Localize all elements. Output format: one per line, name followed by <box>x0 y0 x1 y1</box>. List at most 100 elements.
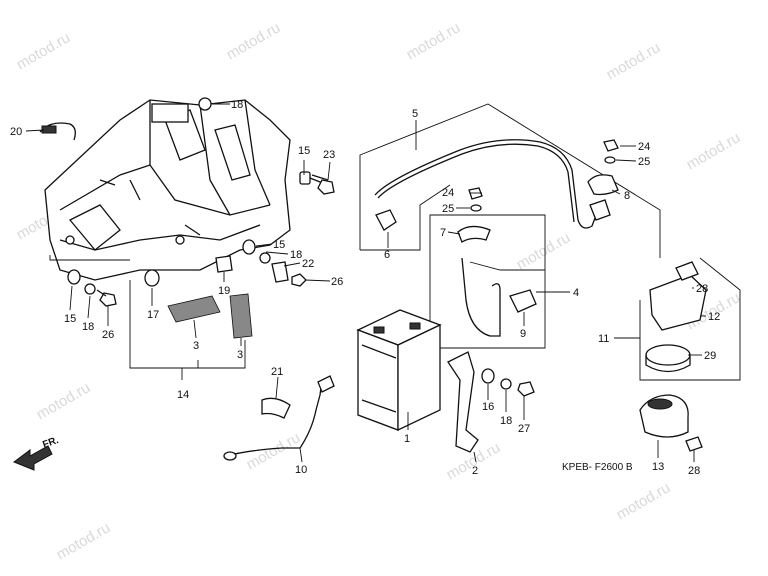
group-bracket-left <box>49 255 130 261</box>
callout-27: 27 <box>518 423 530 435</box>
callout-15: 15 <box>298 145 310 157</box>
part-3-pad <box>167 295 221 323</box>
callout-29: 29 <box>704 350 716 362</box>
callout-26: 26 <box>331 276 343 288</box>
part-18-collar <box>500 378 512 390</box>
group-box-4 <box>429 214 546 349</box>
callout-5: 5 <box>412 108 418 120</box>
part-24-bolt <box>468 187 483 200</box>
diagram-code: KPEB- F2600 B <box>562 462 633 473</box>
callout-1: 1 <box>404 433 410 445</box>
callout-3: 3 <box>193 340 199 352</box>
callout-26: 26 <box>102 329 114 341</box>
callout-labels: 20 18 15 23 15 18 22 26 15 18 26 17 19 3… <box>10 99 720 477</box>
callout-28: 28 <box>688 465 700 477</box>
part-10-wire <box>225 379 323 457</box>
callout-4: 4 <box>573 287 579 299</box>
watermark: motod.ru <box>14 29 74 73</box>
part-13-mount-slot <box>647 398 673 410</box>
part-20-clip-body <box>41 125 57 134</box>
part-10-terminal <box>223 451 237 461</box>
part-5-terminal <box>589 199 611 221</box>
part-22-bracket <box>271 261 289 283</box>
callout-18: 18 <box>290 249 302 261</box>
callout-25: 25 <box>442 203 454 215</box>
part-10-terminal <box>317 375 335 393</box>
callout-6: 6 <box>384 249 390 261</box>
front-direction-arrow: FR. <box>12 435 60 471</box>
group-bracket-4-inner <box>469 261 545 271</box>
callout-15: 15 <box>64 313 76 325</box>
watermark: motod.ru <box>614 479 674 523</box>
watermark: motod.ru <box>404 19 464 63</box>
callout-24: 24 <box>442 187 454 199</box>
callout-3: 3 <box>237 349 243 361</box>
part-26-bolt <box>291 273 307 287</box>
part-23-bolt <box>299 171 335 195</box>
part-26-bolt-shank <box>96 289 107 297</box>
part-18-grommet <box>198 97 212 111</box>
callout-8: 8 <box>624 190 630 202</box>
callout-22: 22 <box>302 258 314 270</box>
leader-lines <box>25 103 706 463</box>
part-6-terminal <box>375 209 397 231</box>
group-bracket-6 <box>360 184 451 251</box>
callout-9: 9 <box>520 328 526 340</box>
part-17-grommet <box>144 269 160 287</box>
part-3-pad <box>229 293 253 339</box>
part-29-relay <box>645 344 691 366</box>
part-4-cable <box>461 257 501 337</box>
part-15-cushion <box>67 269 81 285</box>
part-16-cushion <box>481 368 495 384</box>
part-25-nut <box>604 156 616 164</box>
callout-10: 10 <box>295 464 307 476</box>
part-21-band <box>261 397 291 419</box>
callout-18: 18 <box>500 415 512 427</box>
group-bracket-14 <box>129 280 246 380</box>
watermark: motod.ru <box>684 129 744 173</box>
part-2-holder <box>447 351 479 453</box>
watermark: motod.ru <box>34 379 94 423</box>
callout-14: 14 <box>177 389 189 401</box>
watermark: motod.ru <box>514 229 574 273</box>
callout-25: 25 <box>638 156 650 168</box>
callout-28: 28 <box>696 283 708 295</box>
front-arrow-label: FR. <box>41 435 60 451</box>
callout-18: 18 <box>82 321 94 333</box>
part-5-cable <box>374 139 599 229</box>
callout-15: 15 <box>273 239 285 251</box>
callout-18: 18 <box>231 99 243 111</box>
callout-21: 21 <box>271 366 283 378</box>
callout-24: 24 <box>638 141 650 153</box>
callout-11: 11 <box>598 333 609 345</box>
callout-13: 13 <box>652 461 664 473</box>
watermark-layer: motod.ru motod.ru motod.ru motod.ru moto… <box>14 19 744 563</box>
callout-2: 2 <box>472 465 478 477</box>
callout-20: 20 <box>10 126 22 138</box>
callout-7: 7 <box>440 227 446 239</box>
part-26-bolt <box>99 292 117 307</box>
part-19-clip <box>215 255 233 273</box>
part-8-boot <box>587 174 619 196</box>
part-18-collar <box>259 252 271 264</box>
part-15-cushion <box>242 239 256 255</box>
callout-12: 12 <box>708 311 720 323</box>
part-27-bolt <box>517 381 535 397</box>
part-24-bolt <box>603 139 619 152</box>
callout-19: 19 <box>218 285 230 297</box>
part-1-battery <box>356 309 442 432</box>
part-5-cable-inner <box>377 143 575 223</box>
callout-16: 16 <box>482 401 494 413</box>
part-9-terminal-cover <box>509 289 537 313</box>
part-25-nut <box>470 204 482 212</box>
group-bracket-5 <box>359 103 661 258</box>
watermark: motod.ru <box>224 19 284 63</box>
callout-23: 23 <box>323 149 335 161</box>
battery-box-part <box>44 99 291 281</box>
group-bracket-11 <box>639 257 741 381</box>
part-28-fuse <box>675 261 699 281</box>
part-28-fuse <box>685 436 703 452</box>
watermark: motod.ru <box>54 519 114 563</box>
